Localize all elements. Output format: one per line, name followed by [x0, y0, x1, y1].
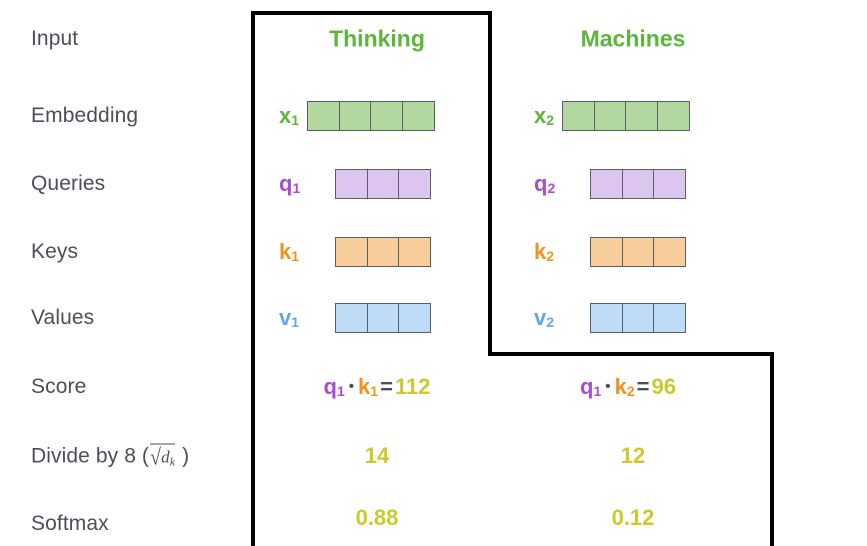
outline-right-edge-upper [488, 11, 492, 356]
row-label-embedding: Embedding [31, 104, 139, 127]
embedding-vector-thinking: x1 [279, 101, 435, 131]
vector-cell [338, 101, 372, 131]
embedding-vector-machines: x2 [534, 101, 690, 131]
vector-cell [653, 169, 686, 199]
value-vector-machines: v2 [534, 303, 686, 333]
row-label-keys: Keys [31, 240, 79, 263]
vector-cell [335, 169, 368, 199]
vector-cell [366, 303, 400, 333]
score-q-symbol: q1 [323, 374, 345, 399]
sqrt-dk-notation: √dk [150, 443, 176, 471]
vector-cell [307, 101, 340, 131]
key-symbol-k2: k2 [534, 239, 555, 264]
outline-step-edge [488, 352, 774, 356]
divide-label-text: Divide by 8 ( [31, 444, 150, 468]
vector-cell [625, 101, 658, 131]
vector-cell [335, 303, 368, 333]
row-label-score: Score [31, 375, 87, 398]
vector-cell [398, 237, 431, 267]
divided-value-thinking: 14 [364, 443, 390, 468]
row-label-softmax: Softmax [31, 512, 109, 535]
vector-cell [621, 237, 655, 267]
vector-cell [401, 101, 435, 131]
vector-cell [370, 101, 403, 131]
outline-right-edge-lower [770, 352, 774, 546]
vector-cell [398, 169, 431, 199]
score-k-symbol: k2 [614, 374, 635, 399]
column-title-machines: Machines [580, 25, 686, 52]
vector-cell [562, 101, 595, 131]
score-q-symbol: q1 [580, 374, 602, 399]
embedding-symbol-x1: x1 [279, 103, 300, 128]
score-result-thinking: 112 [394, 374, 431, 399]
softmax-value-thinking: 0.88 [355, 505, 399, 530]
score-expression-thinking: q1•k1=112 [323, 374, 431, 399]
key-cells-machines [590, 237, 686, 267]
row-label-input: Input [31, 27, 79, 50]
vector-cell [590, 169, 623, 199]
value-cells-machines [590, 303, 686, 333]
row-label-divide-by-8: Divide by 8 (√dk) [31, 443, 190, 471]
vector-cell [366, 237, 400, 267]
query-symbol-q1: q1 [279, 171, 301, 196]
key-vector-machines: k2 [534, 237, 686, 267]
equals-sign: = [636, 374, 650, 399]
row-label-queries: Queries [31, 172, 106, 195]
dk-d: d [161, 447, 170, 467]
divide-label-close-paren: ) [182, 444, 190, 468]
softmax-value-machines: 0.12 [611, 505, 655, 530]
embedding-symbol-x2: x2 [534, 103, 555, 128]
key-cells-thinking [335, 237, 431, 267]
score-expression-machines: q1•k2=96 [580, 374, 676, 399]
divided-value-machines: 12 [620, 443, 646, 468]
embedding-cells-thinking [307, 101, 435, 131]
key-symbol-k1: k1 [279, 239, 300, 264]
vector-cell [335, 237, 368, 267]
vector-cell [653, 303, 686, 333]
value-cells-thinking [335, 303, 431, 333]
query-cells-thinking [335, 169, 431, 199]
vector-cell [590, 303, 623, 333]
row-label-values: Values [31, 306, 95, 329]
score-k-symbol: k1 [358, 374, 379, 399]
outline-top-edge [251, 11, 492, 15]
value-symbol-v2: v2 [534, 305, 555, 330]
query-vector-machines: q2 [534, 169, 686, 199]
dk-k-subscript: k [169, 454, 176, 469]
value-vector-thinking: v1 [279, 303, 431, 333]
embedding-cells-machines [562, 101, 690, 131]
dot-product-icon: • [348, 378, 355, 395]
radical-icon: √ [150, 445, 162, 471]
vector-cell [621, 303, 655, 333]
equals-sign: = [380, 374, 393, 399]
query-vector-thinking: q1 [279, 169, 431, 199]
column-title-thinking: Thinking [329, 25, 425, 52]
vector-cell [398, 303, 431, 333]
vector-cell [653, 237, 686, 267]
value-symbol-v1: v1 [279, 305, 300, 330]
vector-cell [656, 101, 690, 131]
vector-cell [621, 169, 655, 199]
vector-cell [366, 169, 400, 199]
query-symbol-q2: q2 [534, 171, 556, 196]
vector-cell [590, 237, 623, 267]
key-vector-thinking: k1 [279, 237, 431, 267]
query-cells-machines [590, 169, 686, 199]
vector-cell [593, 101, 627, 131]
score-result-machines: 96 [651, 374, 676, 399]
dot-product-icon: • [605, 378, 611, 395]
outline-left-edge [251, 11, 255, 546]
